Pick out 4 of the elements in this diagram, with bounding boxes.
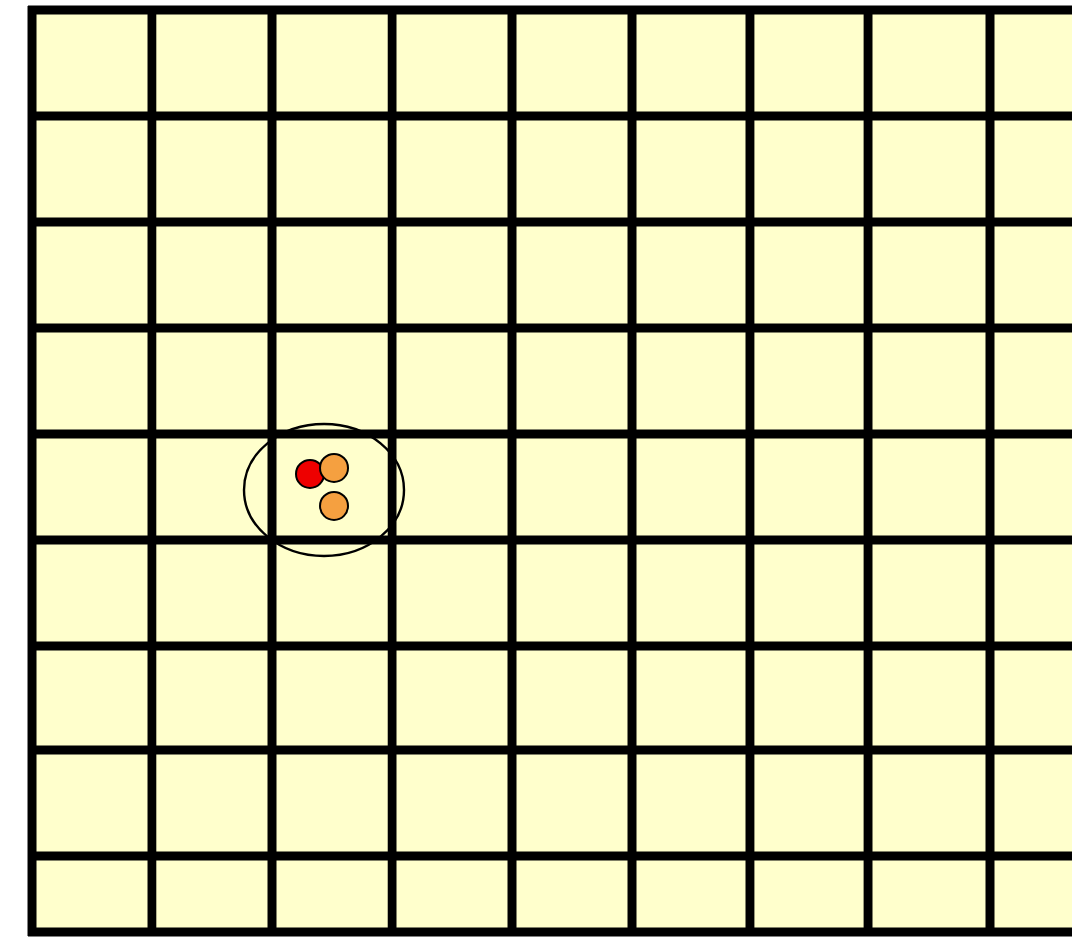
dot [319, 490, 349, 521]
dot [319, 452, 349, 483]
dot [295, 458, 325, 489]
ellipse-outline [242, 422, 406, 558]
